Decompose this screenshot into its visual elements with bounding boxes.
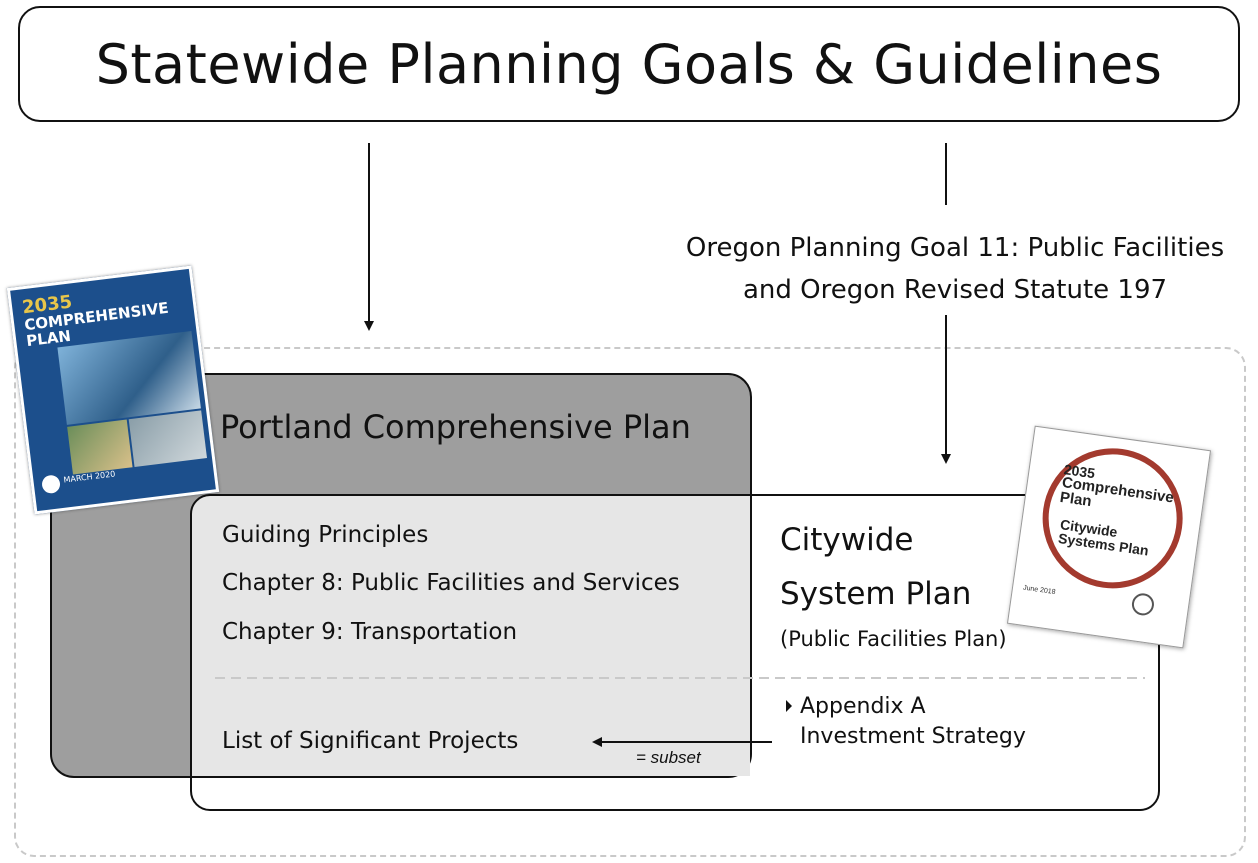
outer-dashed-boundary	[14, 347, 1246, 857]
cover1-photo-bridge	[57, 331, 201, 425]
goal-label-line1: Oregon Planning Goal 11: Public Faciliti…	[685, 233, 1225, 263]
cover1-photo-people	[67, 419, 133, 475]
subset-label: = subset	[636, 748, 701, 767]
bullet-triangle-icon	[786, 700, 792, 712]
statewide-goals-box: Statewide Planning Goals & Guidelines	[18, 6, 1240, 122]
overlap-region	[191, 495, 750, 776]
comprehensive-plan-title: Portland Comprehensive Plan	[220, 408, 691, 446]
system-plan-subtitle: (Public Facilities Plan)	[780, 627, 1007, 651]
appendix-line2: Investment Strategy	[800, 724, 1026, 749]
system-plan-title-line2: System Plan	[780, 576, 972, 612]
appendix-line1: Appendix A	[800, 694, 926, 719]
system-plan-box	[190, 494, 1160, 811]
goal-label-line2: and Oregon Revised Statute 197	[742, 275, 1168, 305]
goal-11-label: Oregon Planning Goal 11: Public Faciliti…	[640, 227, 1258, 311]
appendix-a-label: Appendix A Investment Strategy	[800, 692, 1026, 752]
item-significant-projects: List of Significant Projects	[222, 728, 519, 754]
item-guiding-principles: Guiding Principles	[222, 522, 429, 548]
cover2-date: June 2018	[1022, 584, 1056, 597]
comprehensive-plan-cover-image: 2035 COMPREHENSIVE PLAN MARCH 2020	[6, 265, 220, 515]
statewide-goals-title: Statewide Planning Goals & Guidelines	[95, 32, 1163, 96]
city-logo-icon	[1130, 591, 1156, 617]
cover1-photo-street	[128, 410, 207, 467]
systems-plan-cover-image: 2035 Comprehensive Plan Citywide Systems…	[1006, 425, 1212, 649]
item-chapter-9: Chapter 9: Transportation	[222, 619, 518, 645]
cover1-date: MARCH 2020	[63, 469, 116, 485]
item-chapter-8: Chapter 8: Public Facilities and Service…	[222, 570, 680, 596]
city-seal-icon	[40, 474, 62, 495]
system-plan-title-line1: Citywide	[780, 522, 914, 558]
